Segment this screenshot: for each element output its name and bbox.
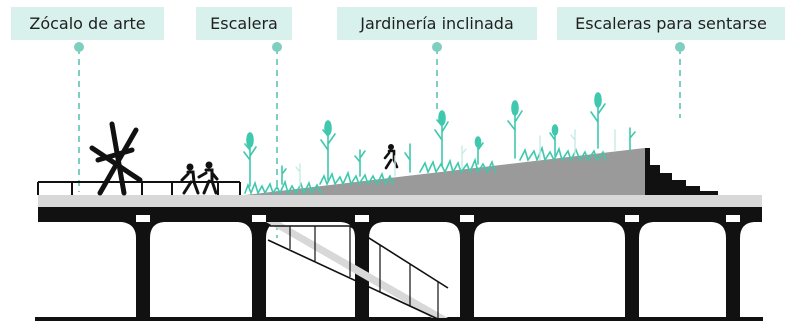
callout-label-sloped-garden: Jardinería inclinada [360,14,514,33]
descending-stair [266,222,449,321]
leader-dot-sloped-garden [432,42,442,52]
callout-label-stair: Escalera [210,14,278,33]
arch [639,214,726,238]
callout-stair: Escalera [196,7,292,40]
viaduct-arches [38,214,762,238]
callout-label-seating-steps: Escaleras para sentarse [575,14,767,33]
callout-art-plinth: Zócalo de arte [11,7,164,40]
seating-steps [645,148,718,195]
art-sculpture [89,121,143,196]
arch [474,214,625,238]
people-silhouettes [180,144,399,195]
stair-balusters [289,226,439,318]
arch [369,214,460,238]
arch [740,214,762,238]
garden-plants [243,92,636,196]
callout-seating-steps: Escaleras para sentarse [557,7,785,40]
stair-stringer [266,222,448,318]
leader-dots [74,42,685,52]
arch [38,214,136,238]
column [252,222,266,319]
callout-sloped-garden: Jardinería inclinada [337,7,537,40]
deck-slab [38,195,762,207]
leader-dot-stair [272,42,282,52]
stair-handrail [267,239,441,321]
arch [266,214,355,238]
support-columns [136,222,740,319]
column [136,222,150,319]
ground-line [35,317,763,321]
column [726,222,740,319]
deck-railing [37,181,241,195]
arch [150,214,252,238]
column [460,222,474,319]
leader-dot-art-plinth [74,42,84,52]
leader-dot-seating-steps [675,42,685,52]
column [625,222,639,319]
deck-beam [38,207,762,215]
garden-plants-pale [295,129,616,187]
callout-label-art-plinth: Zócalo de arte [29,14,146,33]
